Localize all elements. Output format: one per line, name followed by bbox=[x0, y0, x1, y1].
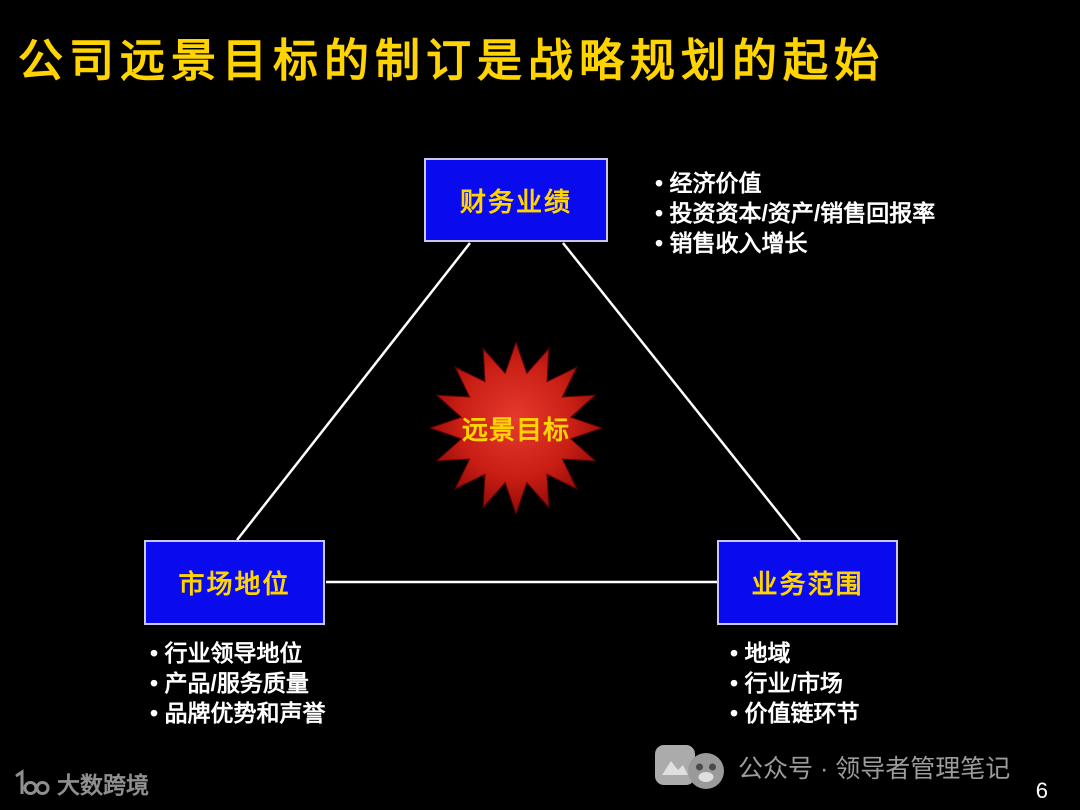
brand-name: 大数跨境 bbox=[57, 772, 149, 798]
starburst-icon bbox=[430, 342, 602, 514]
page-number: 6 bbox=[1035, 778, 1048, 803]
node-business-label: 业务范围 bbox=[751, 569, 864, 599]
bullet-list-market: 行业领导地位 产品/服务质量 品牌优势和声誉 bbox=[150, 638, 325, 728]
node-business-scope: 业务范围 bbox=[717, 540, 898, 625]
connector-line-left bbox=[236, 242, 471, 541]
bullet-item: 地域 bbox=[730, 638, 859, 668]
page-title: 公司远景目标的制订是战略规划的起始 bbox=[18, 35, 886, 86]
bullet-item: 行业/市场 bbox=[730, 668, 859, 698]
account-name: 公众号 · 领导者管理笔记 bbox=[738, 755, 1011, 783]
node-market-label: 市场地位 bbox=[178, 569, 291, 599]
dashu-logo-icon bbox=[15, 769, 50, 795]
official-account-icons bbox=[655, 745, 724, 789]
bullet-item: 品牌优势和声誉 bbox=[150, 698, 325, 728]
bullet-item: 销售收入增长 bbox=[655, 228, 935, 258]
bullet-item: 投资资本/资产/销售回报率 bbox=[655, 198, 935, 228]
official-account-footer: 公众号 · 领导者管理笔记 bbox=[654, 744, 1010, 790]
node-market-position: 市场地位 bbox=[144, 540, 325, 625]
bullet-list-business: 地域 行业/市场 价值链环节 bbox=[730, 638, 859, 728]
node-financial-performance: 财务业绩 bbox=[424, 158, 608, 242]
vision-starburst: 远景目标 bbox=[430, 342, 602, 514]
brand-footer: 大数跨境 bbox=[12, 766, 149, 800]
bullet-list-financial: 经济价值 投资资本/资产/销售回报率 销售收入增长 bbox=[655, 168, 935, 258]
bullet-item: 价值链环节 bbox=[730, 698, 859, 728]
bullet-item: 经济价值 bbox=[655, 168, 935, 198]
bullet-item: 行业领导地位 bbox=[150, 638, 325, 668]
bullet-item: 产品/服务质量 bbox=[150, 668, 325, 698]
vision-star-label: 远景目标 bbox=[461, 414, 570, 445]
node-financial-label: 财务业绩 bbox=[459, 186, 572, 217]
connector-line-right bbox=[562, 242, 801, 541]
official-account-avatar-icon bbox=[688, 753, 724, 789]
photo-badge-icon bbox=[655, 745, 695, 785]
